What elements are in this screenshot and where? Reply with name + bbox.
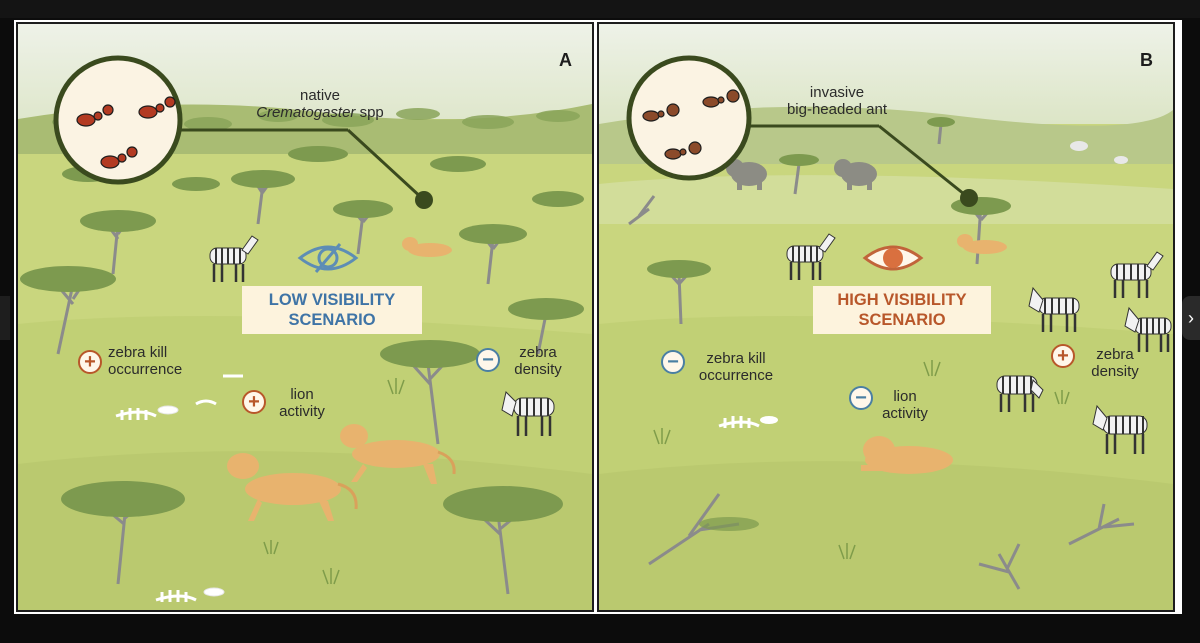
eye-open-icon xyxy=(862,245,924,271)
lion xyxy=(861,436,953,474)
ant-inset-native xyxy=(53,55,183,185)
panel-letter-b: B xyxy=(1140,50,1153,70)
zebra-kill-label: zebra kill occurrence xyxy=(108,344,182,378)
zebra xyxy=(1092,404,1148,454)
distant-zebras xyxy=(1070,141,1128,164)
kill-line2: occurrence xyxy=(108,361,183,378)
ant-label-invasive: invasive big-headed ant xyxy=(767,84,907,118)
minus-sign-icon: − xyxy=(661,350,685,374)
plus-sign-icon: + xyxy=(242,390,266,414)
previous-edge[interactable] xyxy=(0,296,10,340)
lion-activity-label: lion activity xyxy=(270,386,334,420)
ant-label-line1: invasive xyxy=(809,84,865,101)
scenario-line1: LOW VISIBILITY xyxy=(268,291,396,309)
zebra xyxy=(1124,306,1172,352)
figure: A native Crematogaster spp LOW VISIBILIT… xyxy=(14,20,1182,614)
zebra xyxy=(1110,251,1164,298)
lion-line1: lion xyxy=(893,388,917,405)
minus-sign-icon: − xyxy=(849,386,873,410)
ant-species-suffix: spp xyxy=(355,104,384,121)
high-visibility-scenario: HIGH VISIBILITY SCENARIO xyxy=(813,286,991,334)
lion xyxy=(227,453,358,521)
zebra xyxy=(786,233,836,280)
panel-low-visibility: A native Crematogaster spp LOW VISIBILIT… xyxy=(16,22,594,612)
savanna-scene-b xyxy=(599,24,1173,610)
lion-line2: activity xyxy=(882,405,928,422)
chevron-right-icon[interactable]: › xyxy=(1182,296,1200,340)
low-visibility-scenario: LOW VISIBILITY SCENARIO xyxy=(242,286,422,334)
zebra xyxy=(1028,286,1080,332)
ant-label-native: native Crematogaster spp xyxy=(250,87,390,121)
panel-letter-a: A xyxy=(559,50,572,70)
lion-line2: activity xyxy=(279,403,325,420)
elephants xyxy=(726,159,877,190)
density-line1: zebra xyxy=(1096,346,1134,363)
lion-line1: lion xyxy=(290,386,314,403)
scenario-line2: SCENARIO xyxy=(858,311,946,329)
top-bar xyxy=(0,0,1200,18)
density-line1: zebra xyxy=(519,344,557,361)
lion xyxy=(957,234,1007,254)
lion xyxy=(402,237,452,257)
zebra-density-label: zebra density xyxy=(508,344,568,378)
kill-line1: zebra kill xyxy=(706,350,766,367)
scenario-line1: HIGH VISIBILITY xyxy=(837,291,967,309)
zebra-density-label: zebra density xyxy=(1085,346,1145,380)
bones xyxy=(718,416,778,428)
ant-label-line2: big-headed ant xyxy=(786,101,888,118)
zebra-kill-label: zebra kill occurrence xyxy=(691,350,781,384)
scenario-line2: SCENARIO xyxy=(288,311,376,329)
bones xyxy=(115,374,243,602)
panel-high-visibility: B invasive big-headed ant HIGH VISIBILIT… xyxy=(597,22,1175,612)
plus-sign-icon: + xyxy=(1051,344,1075,368)
zebra xyxy=(996,375,1044,412)
kill-line2: occurrence xyxy=(698,367,774,384)
plus-sign-icon: + xyxy=(78,350,102,374)
minus-sign-icon: − xyxy=(476,348,500,372)
lion-activity-label: lion activity xyxy=(875,388,935,422)
eye-crossed-icon xyxy=(297,243,359,273)
ant-species-name: Crematogaster xyxy=(256,104,356,121)
lion xyxy=(340,424,456,484)
zebra xyxy=(209,235,259,282)
ant-label-line1: native xyxy=(299,87,341,104)
density-line2: density xyxy=(514,361,562,378)
savanna-scene-a xyxy=(18,24,592,610)
zebra xyxy=(501,391,555,436)
ant-inset-invasive xyxy=(626,55,752,181)
kill-line1: zebra kill xyxy=(108,344,168,361)
density-line2: density xyxy=(1091,363,1139,380)
